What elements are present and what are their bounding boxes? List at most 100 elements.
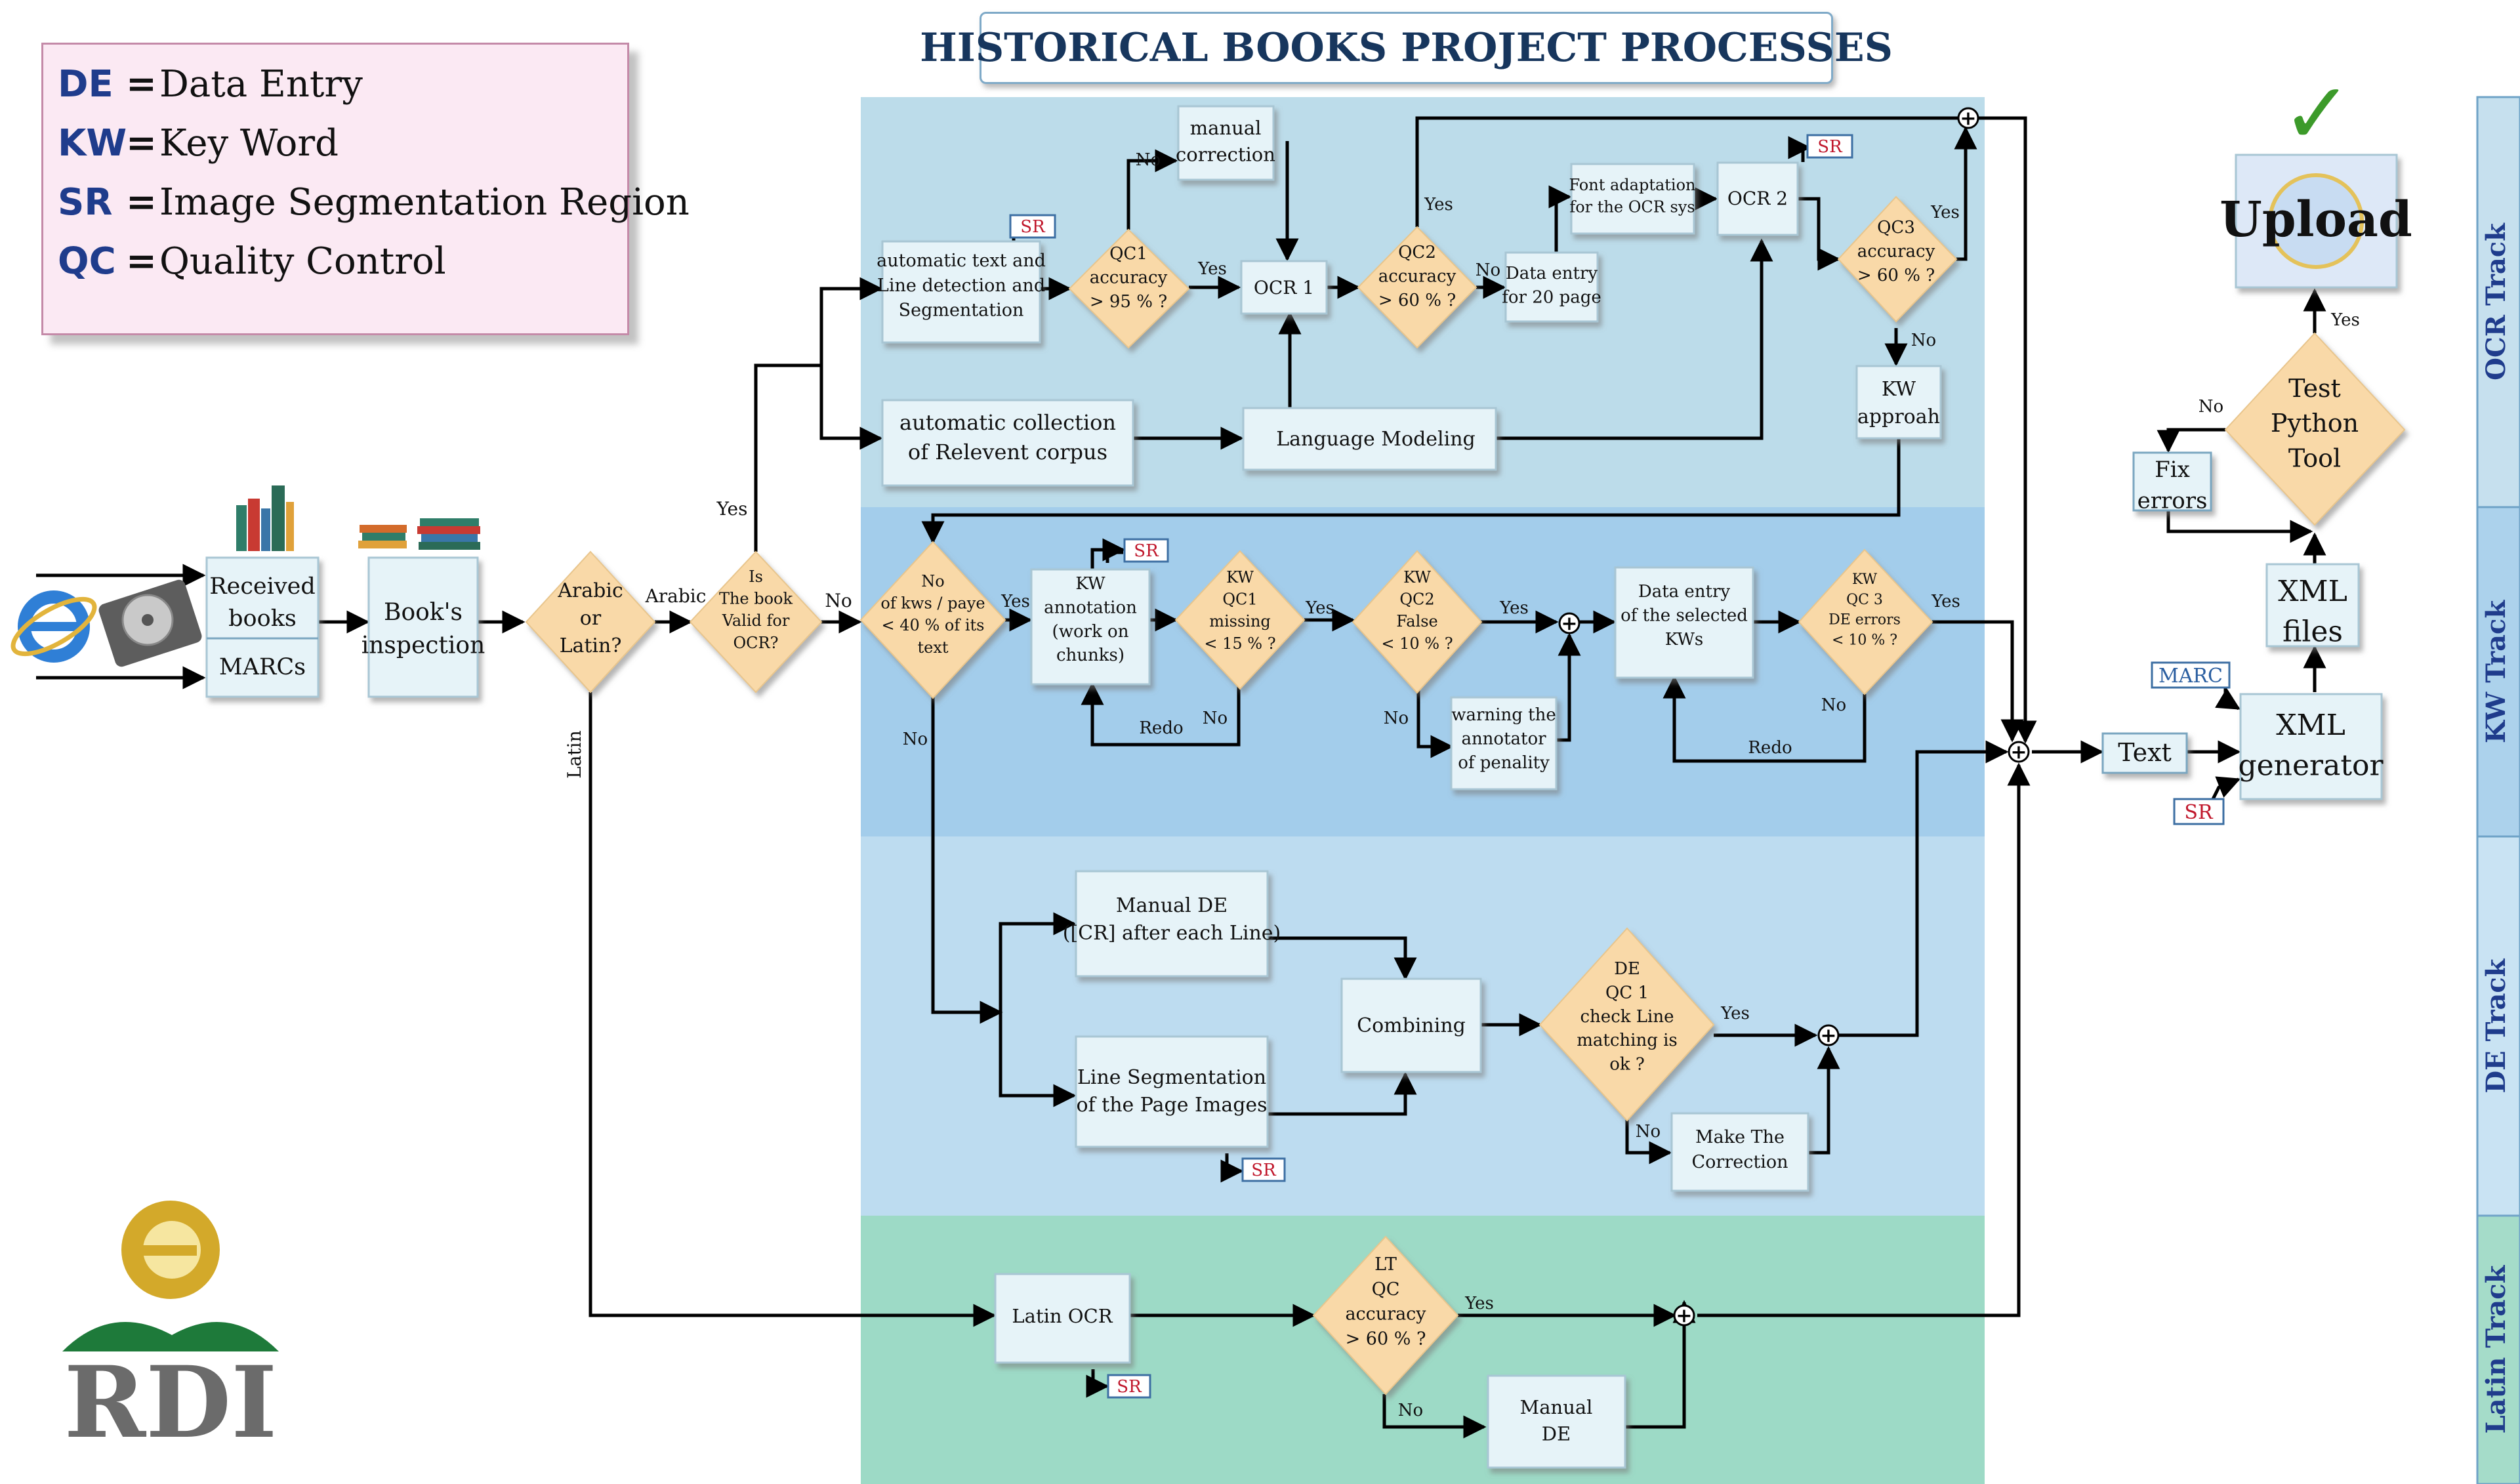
edge-label-redo: Redo bbox=[1139, 718, 1183, 738]
legend-abbr: SR bbox=[58, 180, 113, 224]
edge-label-no: No bbox=[825, 590, 852, 611]
edge-label-yes: Yes bbox=[1931, 592, 1960, 611]
globe-icon bbox=[2268, 173, 2364, 269]
legend-box: DE=Data Entry KW=Key Word SR=Image Segme… bbox=[41, 43, 690, 335]
data-entry-20-box bbox=[1504, 251, 1599, 323]
line-segmentation-box bbox=[1075, 1035, 1269, 1148]
de-qc1-decision bbox=[1539, 927, 1715, 1122]
sr-tag-label: SR bbox=[1817, 137, 1843, 157]
valid-for-ocr-decision bbox=[689, 550, 823, 693]
legend-meaning: Data Entry bbox=[159, 62, 363, 106]
arabic-or-latin-decision bbox=[525, 550, 656, 693]
kw-qc1-decision bbox=[1174, 550, 1306, 690]
ocr2-box bbox=[1716, 161, 1799, 236]
kw-qc2-decision bbox=[1352, 550, 1483, 694]
legend-abbr: DE bbox=[58, 62, 114, 106]
books-inspection-box bbox=[367, 556, 479, 698]
latin-manual-de-box bbox=[1487, 1374, 1626, 1469]
qc2-decision bbox=[1357, 226, 1477, 349]
hard-disk-icon bbox=[98, 579, 202, 667]
auto-collection-box bbox=[881, 399, 1134, 487]
fix-errors-box bbox=[2132, 451, 2212, 512]
font-adaptation-box bbox=[1570, 163, 1695, 235]
qc1-decision bbox=[1068, 228, 1190, 349]
edge-label-redo: Redo bbox=[1748, 738, 1792, 758]
edge-label-no: No bbox=[1821, 695, 1846, 715]
edge-label-no: No bbox=[1136, 150, 1161, 170]
track-label-kw: KW Track bbox=[2481, 600, 2511, 743]
language-modeling-box bbox=[1242, 407, 1497, 471]
qc3-decision bbox=[1837, 196, 1958, 323]
internet-explorer-icon bbox=[10, 590, 97, 663]
legend-row-de: DE=Data Entry bbox=[58, 62, 363, 106]
junctions: + + + + + bbox=[1558, 107, 2030, 1327]
checkmark-icon: ✓ bbox=[2282, 64, 2353, 163]
sr-tag-label: SR bbox=[1117, 1377, 1142, 1397]
combining-box bbox=[1340, 978, 1482, 1073]
kw-track-tab bbox=[2476, 506, 2520, 838]
connectors bbox=[36, 116, 2326, 1439]
legend-meaning: Quality Control bbox=[159, 239, 446, 283]
page-title: HISTORICAL BOOKS PROJECT PROCESSES bbox=[920, 12, 1893, 84]
ocr1-label: OCR 1 bbox=[1254, 277, 1314, 299]
svg-text:+: + bbox=[1960, 107, 1976, 130]
edge-label-arabic: Arabic bbox=[645, 585, 707, 607]
marc-tag-label: MARC bbox=[2159, 665, 2223, 688]
sr-tag-label: SR bbox=[1020, 217, 1046, 237]
sr-tag-label: SR bbox=[1134, 541, 1159, 561]
edge-labels: Arabic No Yes Latin No Yes Yes No Yes No… bbox=[564, 150, 2360, 1420]
lt-qc-decision bbox=[1312, 1235, 1459, 1395]
legend-meaning: Key Word bbox=[159, 121, 339, 165]
books-stack-icon bbox=[236, 485, 294, 551]
edge-label-yes: Yes bbox=[2330, 310, 2360, 330]
ocr2-label: OCR 2 bbox=[1727, 188, 1788, 209]
kw-qc3-decision bbox=[1798, 548, 1933, 695]
edge-label-yes: Yes bbox=[1001, 592, 1030, 611]
edge-label-yes: Yes bbox=[1197, 259, 1227, 279]
text-label: Text bbox=[2118, 738, 2172, 767]
latin-ocr-label: Latin OCR bbox=[1012, 1305, 1113, 1327]
edge-label-no: No bbox=[1476, 260, 1500, 280]
combining-label: Combining bbox=[1357, 1014, 1466, 1037]
track-label-ocr: OCR Track bbox=[2481, 222, 2511, 381]
rdi-logo-text: RDI bbox=[64, 1345, 278, 1460]
kw-ratio-decision bbox=[859, 541, 1006, 699]
edge-label-no: No bbox=[2199, 397, 2223, 417]
edge-label-yes: Yes bbox=[1305, 598, 1334, 618]
edge-label-yes: Yes bbox=[1499, 598, 1529, 618]
books-icon bbox=[358, 518, 480, 550]
manual-de-box bbox=[1075, 870, 1269, 978]
ocr-track-tab bbox=[2476, 96, 2520, 508]
edge-label-no: No bbox=[1203, 709, 1228, 728]
edge-label-yes: Yes bbox=[1464, 1294, 1494, 1313]
junction-main bbox=[2008, 741, 2030, 763]
latin-ocr-box bbox=[994, 1273, 1131, 1364]
latin-track-tab bbox=[2476, 1214, 2520, 1484]
text-box bbox=[2101, 732, 2188, 774]
edge-label-yes: Yes bbox=[1720, 1004, 1750, 1023]
edge-label-yes: Yes bbox=[1424, 195, 1453, 215]
make-correction-box bbox=[1670, 1112, 1809, 1192]
manual-de-label: Manual DE([CR] after each Line) bbox=[1063, 894, 1281, 945]
rdi-logo: RDI bbox=[62, 1201, 279, 1460]
legend-row-kw: KW=Key Word bbox=[58, 121, 339, 165]
auto-text-detection-box bbox=[881, 240, 1041, 344]
